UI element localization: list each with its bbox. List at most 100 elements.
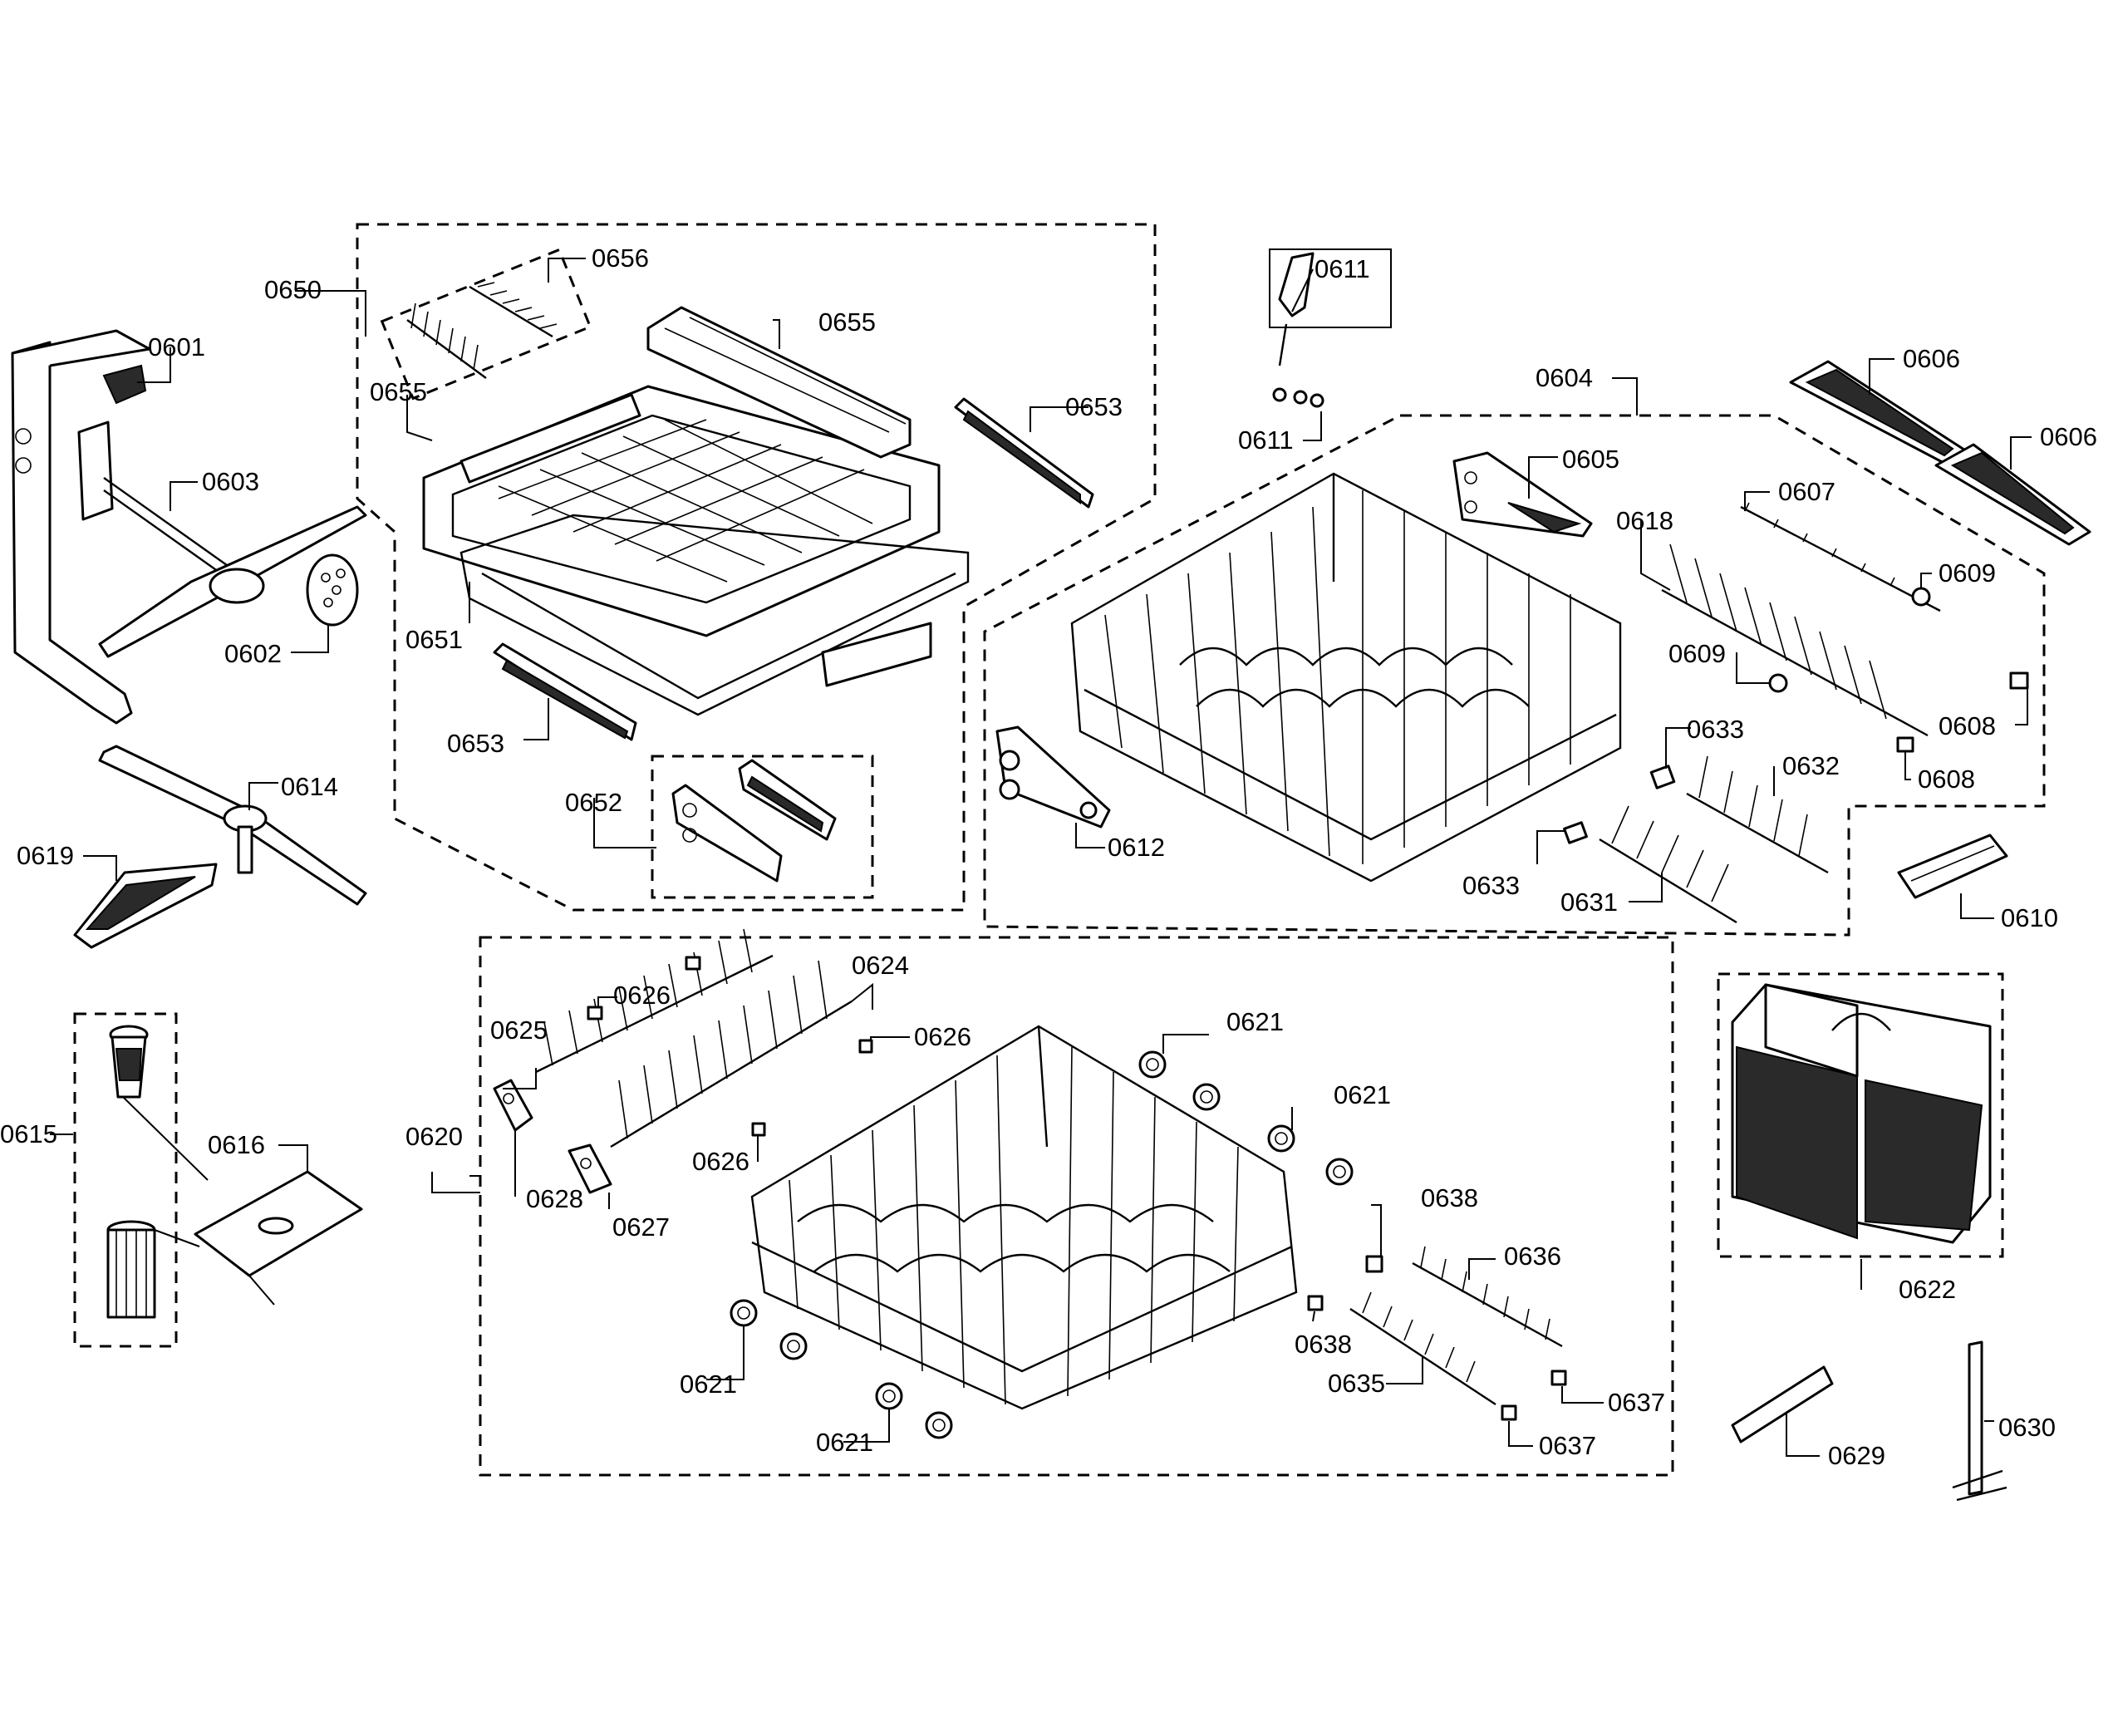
- leader-lines: [50, 258, 2032, 1457]
- part-0615-drain-filter: [106, 1025, 156, 1319]
- label-0601: 0601: [148, 332, 205, 361]
- part-0630-rod: [1952, 1340, 2007, 1502]
- label-0621-bottom: 0621: [816, 1428, 873, 1457]
- label-0616: 0616: [208, 1130, 265, 1159]
- part-0628-hinge: [493, 1079, 533, 1132]
- part-0609-stop: [1768, 587, 1931, 693]
- group-0656-boundary: [380, 248, 592, 401]
- label-0638-low: 0638: [1295, 1330, 1352, 1359]
- label-0633-lower: 0633: [1462, 871, 1520, 900]
- part-0602-filter-disc: [306, 553, 359, 627]
- part-0650-third-rack: [422, 306, 970, 716]
- part-0638-clips: [1307, 1255, 1383, 1311]
- part-0619-cover: [73, 863, 218, 949]
- label-0637-upper: 0637: [1608, 1388, 1665, 1417]
- part-0627-hinge: [568, 1143, 612, 1194]
- label-0606-right: 0606: [2040, 422, 2097, 451]
- label-0626-low: 0626: [692, 1147, 749, 1176]
- label-0620: 0620: [405, 1122, 463, 1151]
- group-0622-boundary: [1717, 972, 2004, 1258]
- part-0637-clips: [1501, 1370, 1567, 1421]
- label-0625: 0625: [490, 1016, 548, 1045]
- label-0626-mid: 0626: [914, 1022, 971, 1051]
- label-0638-top: 0638: [1421, 1183, 1478, 1212]
- label-0621-top: 0621: [1226, 1007, 1284, 1036]
- label-0609-upper: 0609: [1939, 558, 1996, 588]
- label-0652: 0652: [565, 788, 622, 817]
- label-0606-top: 0606: [1903, 344, 1960, 373]
- labels: 0650 0656 0655 0655 0653 0651 0653 0652 …: [0, 243, 2097, 1470]
- label-0628: 0628: [526, 1184, 583, 1213]
- group-boundaries: [73, 223, 2046, 1477]
- part-0611-clips: [1272, 252, 1324, 408]
- label-0611-bottom: 0611: [1238, 425, 1294, 455]
- group-0620-boundary: [479, 936, 1674, 1477]
- label-0615: 0615: [0, 1119, 57, 1148]
- part-0625-tine-row: [535, 928, 774, 1074]
- label-0653-right: 0653: [1065, 392, 1123, 421]
- label-0612: 0612: [1108, 833, 1165, 862]
- part-0606-tine-cover-b: [1934, 443, 2091, 546]
- part-0653-clip-a: [954, 397, 1094, 509]
- label-0631: 0631: [1560, 888, 1618, 917]
- group-0611-boundary: [1269, 248, 1392, 328]
- label-0618: 0618: [1616, 506, 1673, 535]
- label-0611-top: 0611: [1315, 254, 1370, 283]
- label-0650: 0650: [264, 275, 322, 304]
- parts: [11, 252, 2091, 1502]
- label-0637-lower: 0637: [1539, 1431, 1596, 1460]
- label-0622: 0622: [1899, 1275, 1956, 1304]
- label-0608-lower: 0608: [1918, 765, 1975, 794]
- part-0601-supply-pipe: [11, 329, 151, 725]
- label-0610: 0610: [2001, 903, 2058, 932]
- label-0614: 0614: [281, 772, 338, 801]
- part-0629-handle-strip: [1731, 1365, 1834, 1443]
- part-0610-handle: [1897, 834, 2008, 899]
- part-0603-upper-spray-arm: [77, 420, 367, 658]
- part-0622-cutlery-basket: [1731, 983, 1992, 1244]
- part-0621-wheels: [730, 1050, 1354, 1439]
- label-0604: 0604: [1536, 363, 1593, 392]
- label-0630: 0630: [1998, 1413, 2056, 1442]
- label-0607: 0607: [1778, 477, 1835, 506]
- label-0655-left: 0655: [370, 377, 427, 406]
- label-0621-mid: 0621: [1334, 1080, 1391, 1109]
- group-0650-boundary: [356, 223, 1157, 912]
- group-0604-boundary: [983, 414, 2046, 937]
- label-0603: 0603: [202, 467, 259, 496]
- label-0636: 0636: [1504, 1242, 1561, 1271]
- part-0616-plate: [194, 1170, 363, 1277]
- label-0651: 0651: [405, 625, 463, 654]
- part-0633-clip: [1563, 765, 1676, 844]
- label-0608-upper: 0608: [1939, 711, 1996, 740]
- label-0605: 0605: [1562, 445, 1619, 474]
- label-0653-left: 0653: [447, 729, 504, 758]
- label-0621-left: 0621: [680, 1370, 737, 1399]
- group-0615-boundary: [73, 1012, 178, 1348]
- label-0624: 0624: [852, 951, 909, 980]
- label-0655-top: 0655: [818, 307, 876, 337]
- label-0656: 0656: [592, 243, 649, 273]
- part-0624-tine-row: [610, 960, 853, 1148]
- part-0631-tine-row: [1599, 805, 1737, 924]
- part-0612-rail: [995, 725, 1111, 829]
- part-0606-tine-cover-a: [1789, 360, 1971, 467]
- part-0653-clip-b: [493, 642, 637, 741]
- group-0652-boundary: [651, 755, 874, 899]
- label-0619: 0619: [17, 841, 74, 870]
- part-0636-tine-row: [1412, 1246, 1563, 1348]
- part-0656-tine-strips: [406, 282, 558, 379]
- label-0632: 0632: [1782, 751, 1840, 780]
- label-0627: 0627: [612, 1212, 670, 1242]
- part-0607-tine-row: [1661, 502, 1941, 737]
- label-0602: 0602: [224, 639, 282, 668]
- part-0614-lower-spray-arm: [98, 745, 367, 906]
- label-0635: 0635: [1328, 1369, 1385, 1398]
- label-0609-lower: 0609: [1668, 639, 1726, 668]
- part-0608-clip: [1896, 671, 2029, 753]
- part-0652-latches: [671, 759, 837, 883]
- part-0632-tine-row: [1686, 755, 1829, 874]
- part-0605-bracket: [1452, 451, 1593, 538]
- part-0620-lower-rack: [750, 1025, 1298, 1410]
